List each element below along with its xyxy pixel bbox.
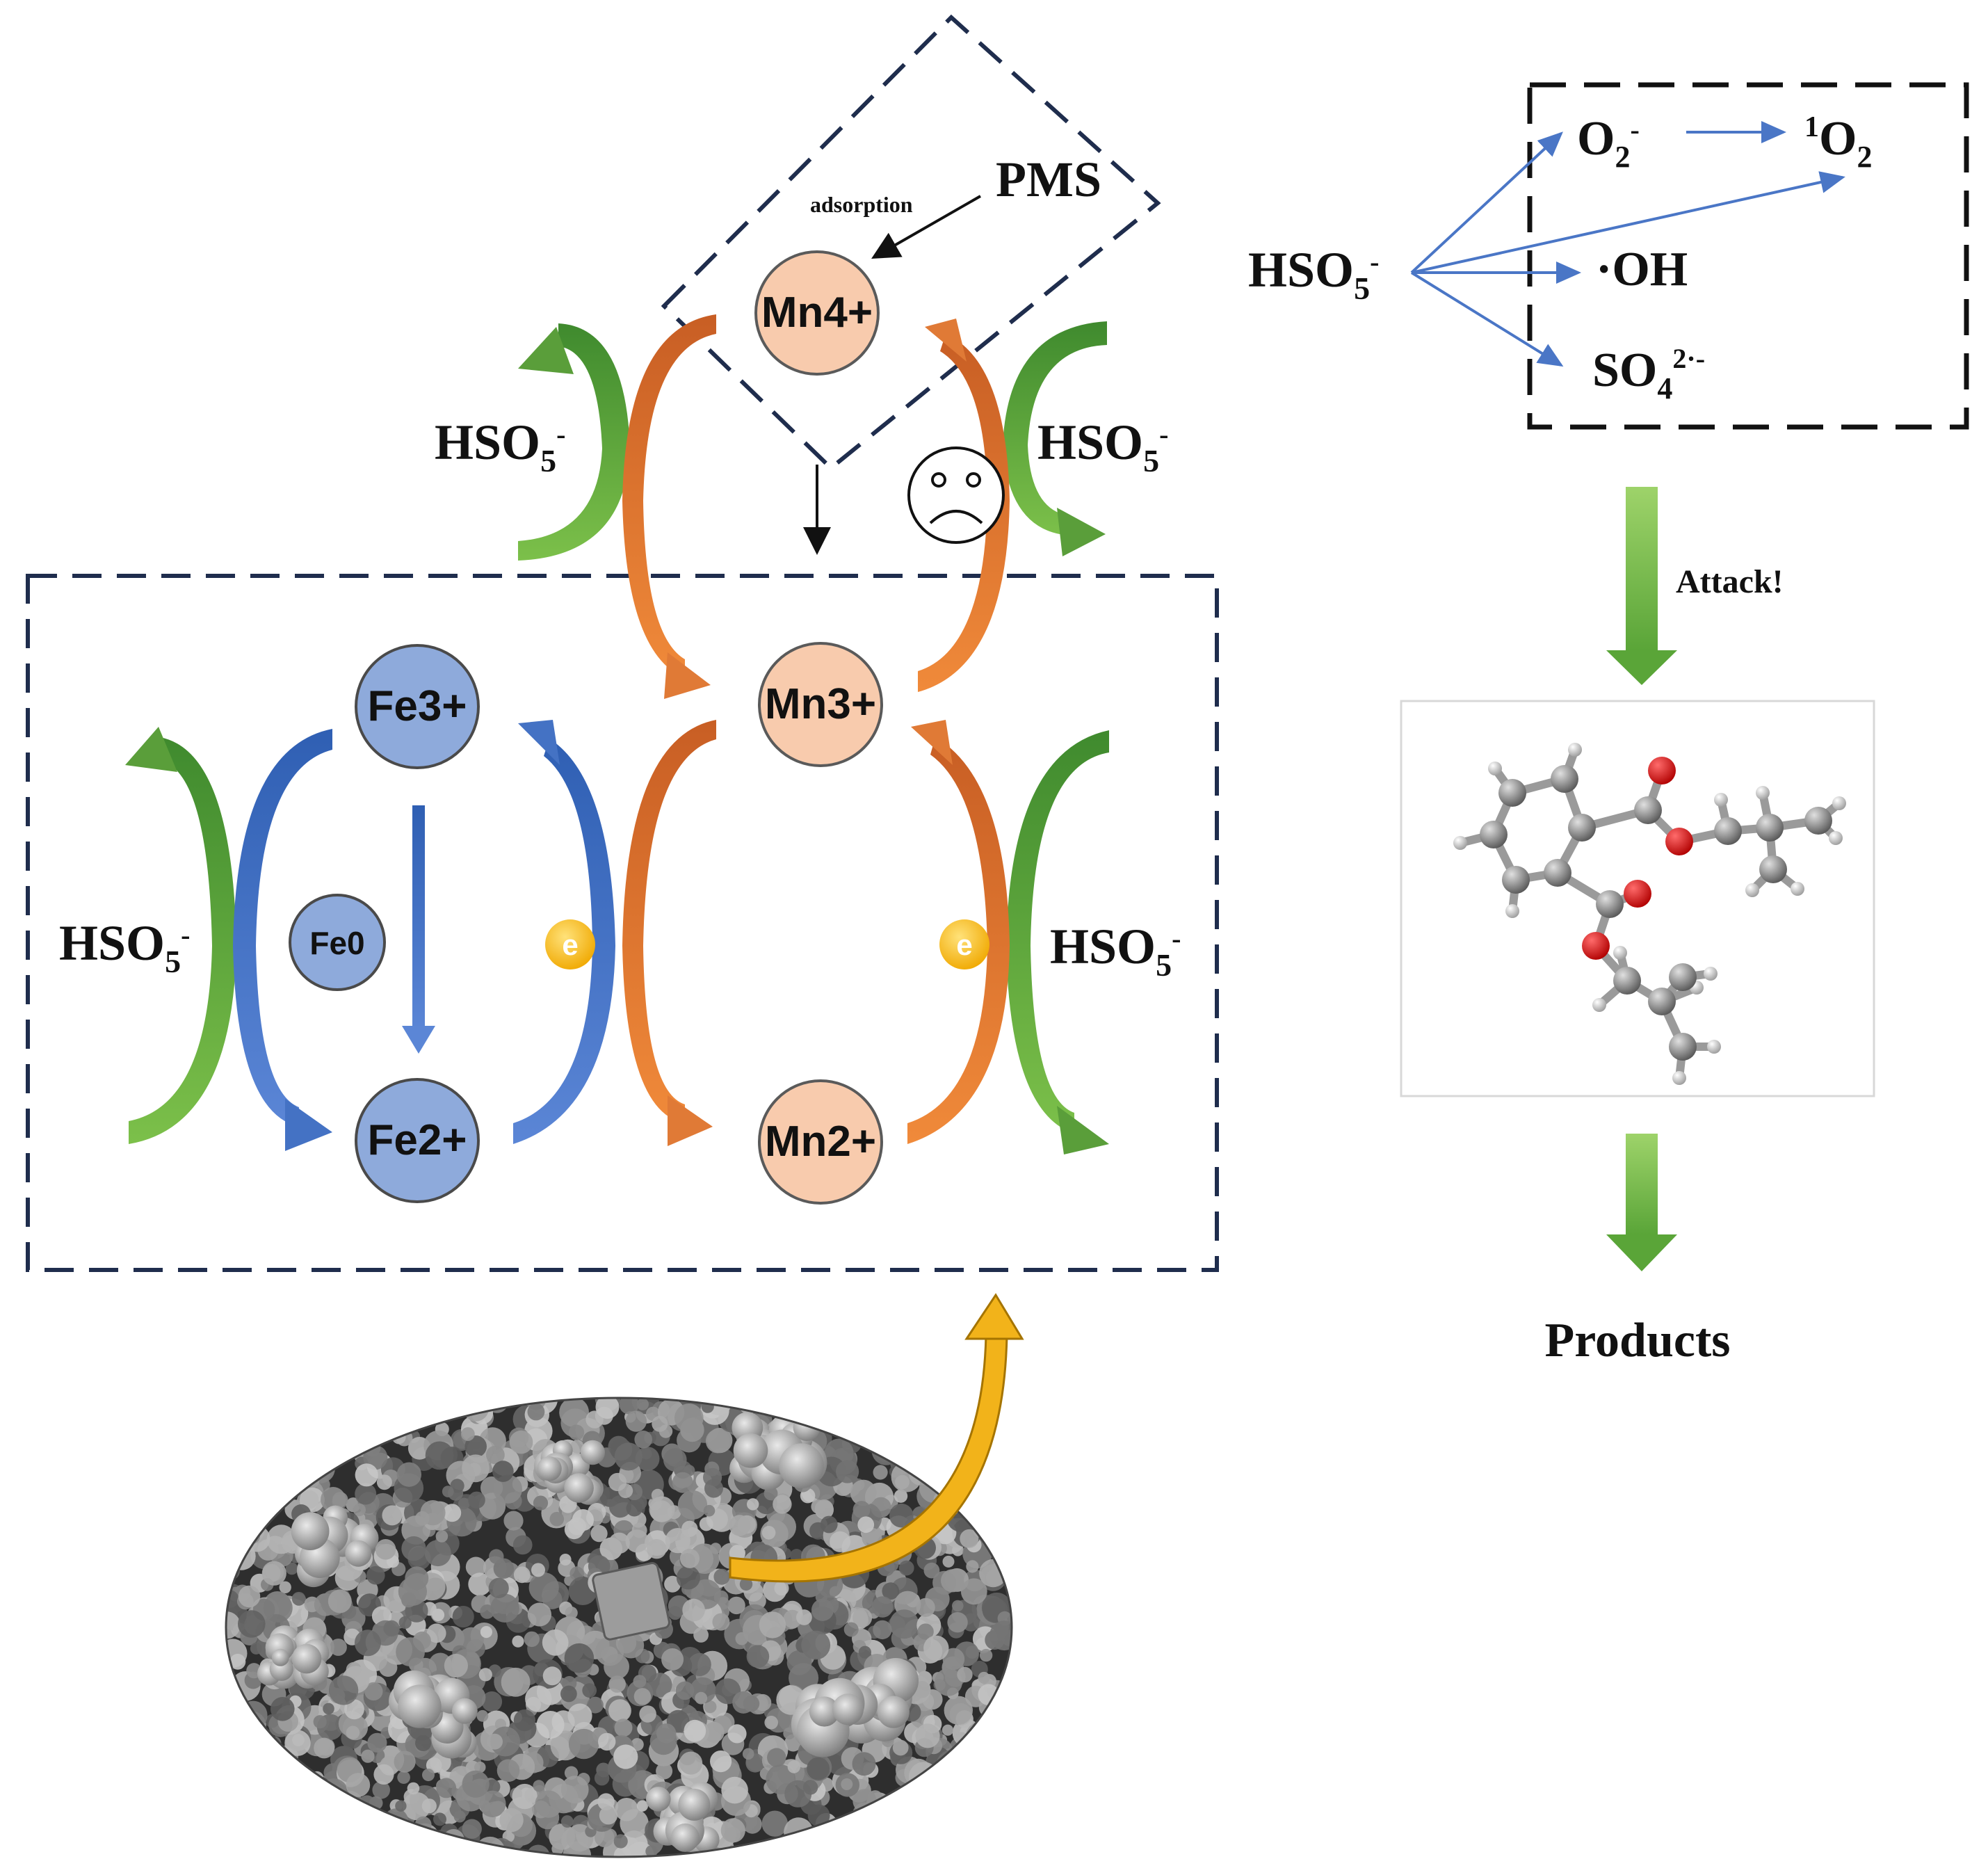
mn3-label: Mn3+ (765, 680, 876, 728)
radical-arrows (1410, 121, 1845, 367)
orange-arrow-mn4-to-mn3 (622, 314, 716, 699)
fe2-circle: Fe2+ (355, 1078, 480, 1203)
mn2-label: Mn2+ (765, 1118, 876, 1166)
electron-left: e (545, 919, 595, 969)
blue-arrow-fe3-down-fe2 (402, 805, 435, 1054)
orange-arrow-mn2-to-mn3 (907, 720, 1010, 1144)
fe2-label: Fe2+ (367, 1116, 467, 1164)
pms-label: PMS (996, 152, 1101, 207)
fe0-label: Fe0 (309, 925, 364, 961)
orange-arrow-mn3-to-mn2 (622, 720, 716, 1146)
fe3-label: Fe3+ (367, 682, 467, 730)
attack-arrow (1606, 487, 1677, 685)
electron-right: e (939, 919, 989, 969)
attack-label: Attack! (1676, 563, 1784, 600)
fe0-circle: Fe0 (289, 894, 386, 991)
hso5-source-label: HSO5- (1248, 242, 1379, 306)
sad-face-icon (907, 446, 1005, 544)
hso5-label-top-right: HSO5- (1037, 415, 1168, 478)
hso5-label-bottom-left: HSO5- (59, 915, 190, 979)
reaction-box-dashed (26, 574, 1219, 1272)
pms-adsorption-box-dashed (661, 14, 1161, 472)
green-arrow-bottom-left (125, 727, 236, 1144)
adsorption-arrow (871, 195, 981, 259)
singlet-oxygen-label: 1O2 (1804, 111, 1872, 174)
hso5-label-bottom-right: HSO5- (1050, 919, 1181, 983)
svg-text:e: e (562, 928, 578, 961)
mn4-label: Mn4+ (761, 289, 873, 337)
molecule-ball-and-stick (1453, 743, 1846, 1085)
green-arrow-top-right (1003, 321, 1107, 556)
hydroxyl-label: ·OH (1596, 243, 1688, 296)
hso5-label-top-left: HSO5- (435, 415, 565, 478)
green-arrow-top-left (518, 323, 630, 561)
mn3-circle: Mn3+ (758, 642, 883, 767)
mn4-circle: Mn4+ (754, 250, 880, 376)
sem-ellipse-border (225, 1397, 1013, 1858)
mn2-circle: Mn2+ (758, 1079, 883, 1205)
products-arrow (1606, 1134, 1677, 1271)
sulfate-radical-label: SO42·- (1592, 343, 1705, 405)
fe3-circle: Fe3+ (355, 644, 480, 769)
radicals-box-dashed (1527, 82, 1969, 430)
blue-arrow-fe3-to-fe2 (233, 729, 332, 1151)
svg-text:e: e (956, 928, 972, 961)
blue-arrow-fe2-to-fe3 (513, 720, 615, 1144)
superoxide-label: O2- (1577, 112, 1640, 174)
sem-micrograph-image (226, 1398, 1012, 1857)
products-label: Products (1544, 1314, 1730, 1367)
molecule-panel (1400, 700, 1875, 1097)
adsorption-label: adsorption (810, 192, 913, 217)
yellow-curved-arrow (729, 1293, 1024, 1583)
orange-arrow-mn3-to-mn4 (918, 319, 1010, 692)
green-arrow-bottom-right (1006, 730, 1109, 1154)
